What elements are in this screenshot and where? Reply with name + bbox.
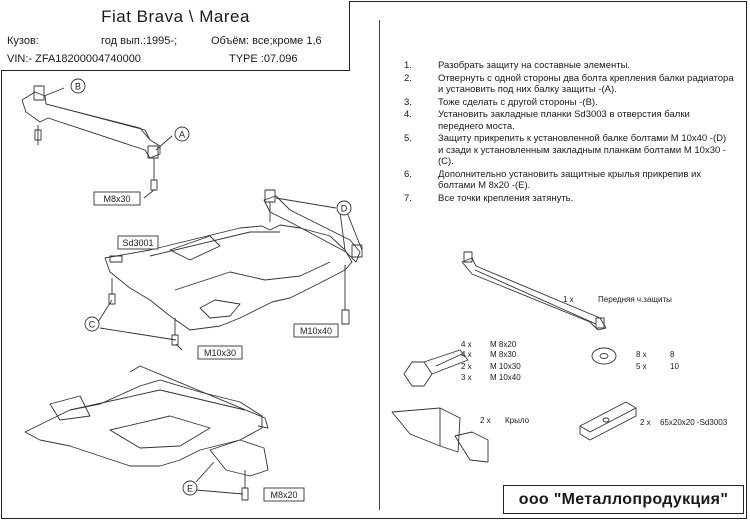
bolt-qty: 3 x (461, 373, 472, 382)
callout-b: B (75, 82, 81, 92)
bolt-size: M 8x30 (490, 350, 517, 359)
part-wing (391, 407, 489, 463)
skid-plate-middle (104, 189, 363, 346)
part-bolt (403, 349, 469, 387)
wing-qty: 2 x (480, 416, 491, 425)
bolt-label-m10x40: M10x40 (300, 326, 332, 336)
assembled-plate-bottom (24, 365, 269, 501)
production-year: год вып.:1995-; (101, 35, 178, 47)
callout-circle-d (336, 200, 352, 216)
bolt-label-m8x20: M8x20 (270, 490, 297, 500)
bolt-qty: 4 x (461, 350, 472, 359)
part-front-beam (461, 251, 607, 331)
callout-circle-e (182, 480, 198, 496)
washer-qty: 5 x (636, 362, 647, 371)
instruction-step: 1.Разобрать защиту на составные элементы… (404, 60, 631, 71)
instruction-step: 4.Установить закладные планки Sd3003 в о… (404, 109, 690, 132)
callout-d: D (341, 204, 348, 214)
instruction-step: 7.Все точки крепления затянуть. (404, 192, 574, 204)
callout-a: A (179, 130, 185, 140)
front-beam-top-left (21, 85, 161, 191)
title-block: Fiat Brava \ Marea Кузов: год вып.:1995-… (1, 1, 350, 71)
bolt-qty: 4 x (461, 340, 472, 349)
callout-circle-c (84, 316, 100, 332)
vin-number: VIN:- ZFA18200004740000 (7, 53, 141, 65)
bolt-label-m10x30: M10x30 (204, 348, 236, 358)
bolt-label-m8x30: M8x30 (103, 194, 130, 204)
beam-qty: 1 x (563, 295, 574, 304)
beam-name: Передняя ч.защиты (598, 295, 672, 304)
callout-circle-b (70, 78, 86, 94)
vertical-divider (379, 20, 380, 510)
instruction-list: 1.Разобрать защиту на составные элементы… (404, 60, 734, 205)
washer-size: 8 (670, 350, 675, 359)
washer-qty: 8 x (636, 350, 647, 359)
part-plate-sd3003 (579, 401, 637, 441)
instruction-step: 3.Тоже сделать с другой стороны -(B). (404, 96, 598, 108)
instruction-step: 5.Защиту прикрепить к установленной балк… (404, 133, 727, 167)
callout-c: C (89, 320, 96, 330)
bolt-size: M 8x20 (490, 340, 517, 349)
plate-qty: 2 x (640, 418, 651, 427)
bolt-size: M 10x40 (490, 373, 521, 382)
bolt-label-sd3001: Sd3001 (122, 238, 153, 248)
instruction-step: 2.Отвернуть с одной стороны два болта кр… (404, 72, 734, 96)
part-washer (591, 347, 617, 365)
vehicle-title: Fiat Brava \ Marea (101, 7, 250, 26)
plate-name: 65x20x20 -Sd3003 (660, 418, 728, 427)
type-code: TYPE :07.096 (229, 53, 298, 65)
bolt-size: M 10x30 (490, 362, 521, 371)
callout-e: E (187, 484, 193, 494)
instruction-step: 6.Дополнительно установить защитные крыл… (404, 168, 702, 192)
washer-size: 10 (670, 362, 679, 371)
manufacturer-footer: ооо "Металлопродукция" (503, 485, 744, 514)
bolt-qty: 2 x (461, 362, 472, 371)
callout-circle-a (174, 126, 190, 142)
wing-name: Крыло (505, 416, 530, 425)
body-label: Кузов: (7, 35, 39, 47)
engine-volume: Объём: все;кроме 1,6 (211, 35, 322, 47)
